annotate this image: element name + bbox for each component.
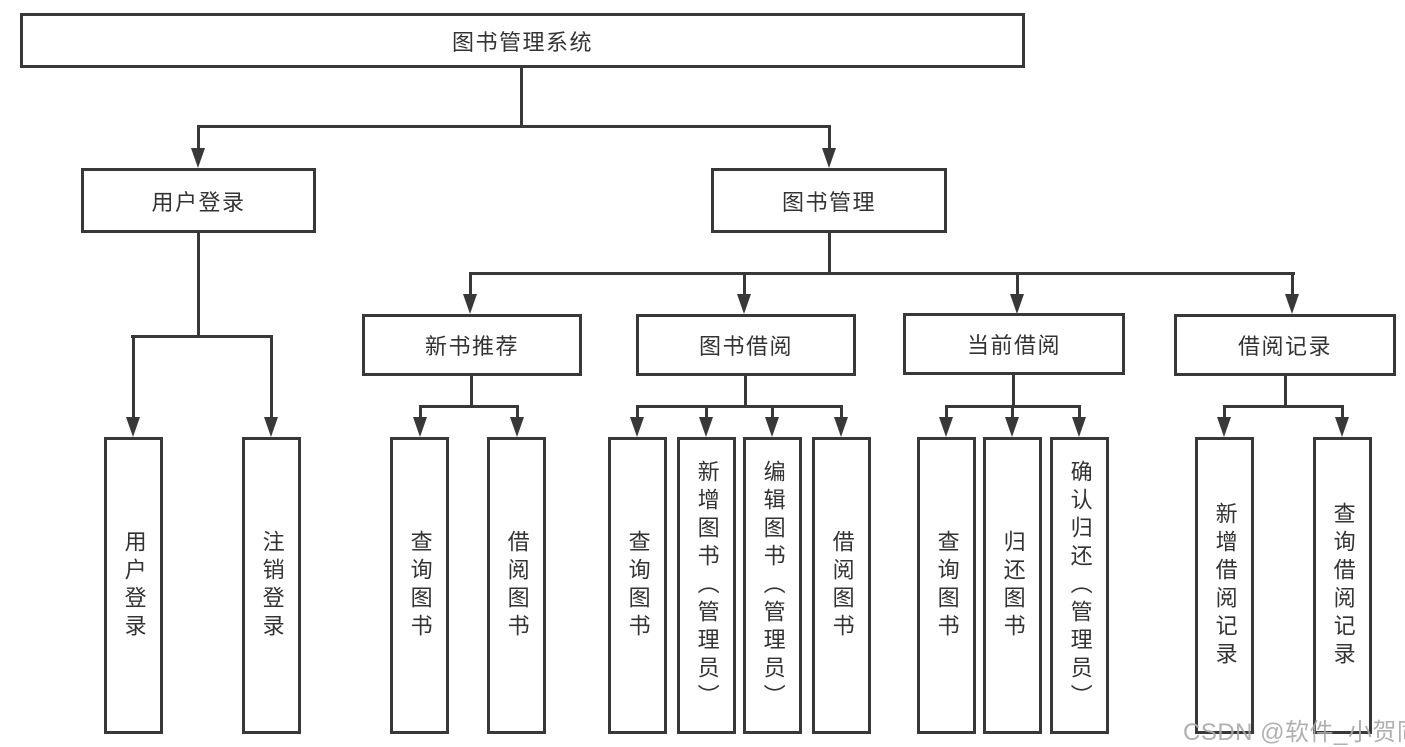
connector-stub-current-leaf-2	[1011, 405, 1014, 417]
node-library-management-system: 图书管理系统	[20, 13, 1025, 68]
leaf-query-books-borrowing: 查询图书	[608, 437, 667, 734]
arrowhead-borrow-leaf-4	[834, 417, 848, 437]
leaf-query-books-current: 查询图书	[917, 437, 976, 734]
leaf-borrow-books-recommendation: 借阅图书	[487, 437, 546, 734]
connector-borrow-trunk	[744, 376, 747, 405]
connector-stub-current-leaf-1	[945, 405, 948, 417]
connector-current-trunk	[1012, 375, 1015, 405]
arrowhead-borrow-leaf-2	[699, 417, 713, 437]
node-user-login: 用户登录	[81, 168, 316, 233]
arrowhead-book-borrowing	[737, 294, 751, 314]
connector-stub-current-borrowing	[1016, 272, 1019, 294]
arrowhead-book-management	[822, 148, 836, 168]
arrowhead-current-borrowing	[1010, 294, 1024, 314]
arrowhead-records-leaf-1	[1217, 417, 1231, 437]
node-label: 图书管理系统	[451, 29, 593, 55]
node-label: 图书借阅	[698, 334, 793, 359]
node-label: 借阅图书	[829, 529, 855, 642]
leaf-edit-book-admin: 编辑图书（管理员）	[743, 437, 802, 734]
leaf-query-books-recommendation: 查询图书	[390, 437, 449, 734]
connector-stub-login-leaf	[132, 335, 135, 417]
node-label: 注销登录	[259, 529, 285, 642]
connector-stub-rec-leaf-1	[419, 405, 422, 417]
node-label: 图书管理	[781, 189, 876, 215]
leaf-return-book: 归还图书	[983, 437, 1042, 734]
node-label: 查询图书	[407, 529, 433, 642]
arrowhead-rec-leaf-1	[413, 417, 427, 437]
connector-stub-records-leaf-2	[1341, 405, 1344, 417]
arrowhead-login-leaf	[126, 417, 140, 437]
node-label: 新增借阅记录	[1212, 501, 1238, 670]
node-book-management: 图书管理	[711, 168, 947, 233]
connector-borrow-branch	[636, 405, 843, 408]
connector-root-trunk	[520, 68, 523, 125]
arrowhead-user-login	[191, 148, 205, 168]
connector-book-mgmt-trunk	[828, 233, 831, 272]
node-label: 归还图书	[1000, 529, 1026, 642]
leaf-confirm-return-admin: 确认归还（管理员）	[1050, 437, 1109, 734]
leaf-user-login: 用户登录	[104, 437, 163, 734]
connector-records-branch	[1223, 405, 1344, 408]
connector-book-mgmt-branch	[469, 272, 1295, 275]
connector-user-login-branch	[131, 335, 273, 338]
node-label: 新增图书（管理员）	[694, 459, 720, 712]
node-label: 查询图书	[934, 529, 960, 642]
connector-stub-new-book-rec	[469, 272, 472, 294]
arrowhead-current-leaf-1	[939, 417, 953, 437]
arrowhead-records-leaf-2	[1335, 417, 1349, 437]
connector-stub-borrow-leaf-4	[840, 405, 843, 417]
connector-user-login-trunk	[197, 233, 200, 338]
connector-stub-book-management	[828, 125, 831, 148]
node-new-book-recommendation: 新书推荐	[362, 314, 582, 376]
node-label: 用户登录	[121, 529, 147, 642]
leaf-add-borrowing-record: 新增借阅记录	[1195, 437, 1254, 734]
node-label: 用户登录	[151, 189, 246, 215]
connector-root-branch	[197, 125, 831, 128]
connector-stub-borrow-leaf-1	[636, 405, 639, 417]
connector-stub-records-leaf-1	[1223, 405, 1226, 417]
connector-stub-borrow-leaf-2	[705, 405, 708, 417]
node-borrowing-records: 借阅记录	[1174, 314, 1396, 376]
node-label: 确认归还（管理员）	[1067, 459, 1093, 712]
arrowhead-current-leaf-2	[1005, 417, 1019, 437]
arrowhead-new-book-rec	[463, 294, 477, 314]
arrowhead-rec-leaf-2	[510, 417, 524, 437]
node-label: 当前借阅	[966, 333, 1061, 358]
connector-records-trunk	[1284, 376, 1287, 405]
connector-stub-current-leaf-3	[1078, 405, 1081, 417]
arrowhead-borrow-leaf-3	[765, 417, 779, 437]
arrowhead-borrow-leaf-1	[630, 417, 644, 437]
node-current-borrowing: 当前借阅	[903, 313, 1125, 375]
leaf-add-book-admin: 新增图书（管理员）	[677, 437, 736, 734]
node-label: 编辑图书（管理员）	[760, 459, 786, 712]
connector-stub-borrow-leaf-3	[771, 405, 774, 417]
leaf-query-borrowing-record: 查询借阅记录	[1313, 437, 1372, 734]
connector-rec-trunk	[470, 376, 473, 405]
connector-stub-book-borrowing	[743, 272, 746, 294]
arrowhead-logout-leaf	[264, 417, 278, 437]
leaf-borrow-books: 借阅图书	[812, 437, 871, 734]
node-label: 查询借阅记录	[1330, 501, 1356, 670]
node-label: 借阅记录	[1237, 334, 1332, 359]
node-book-borrowing: 图书借阅	[636, 314, 856, 376]
arrowhead-borrowing-records	[1285, 294, 1299, 314]
leaf-logout: 注销登录	[242, 437, 301, 734]
connector-stub-rec-leaf-2	[516, 405, 519, 417]
node-label: 借阅图书	[504, 529, 530, 642]
node-label: 查询图书	[625, 529, 651, 642]
node-label: 新书推荐	[424, 334, 519, 359]
arrowhead-current-leaf-3	[1072, 417, 1086, 437]
watermark-csdn: CSDN @软件_小贺同学	[1183, 719, 1405, 746]
connector-stub-borrowing-records	[1291, 272, 1294, 294]
connector-stub-logout-leaf	[270, 335, 273, 417]
connector-rec-branch	[419, 405, 519, 408]
connector-stub-user-login	[197, 125, 200, 148]
